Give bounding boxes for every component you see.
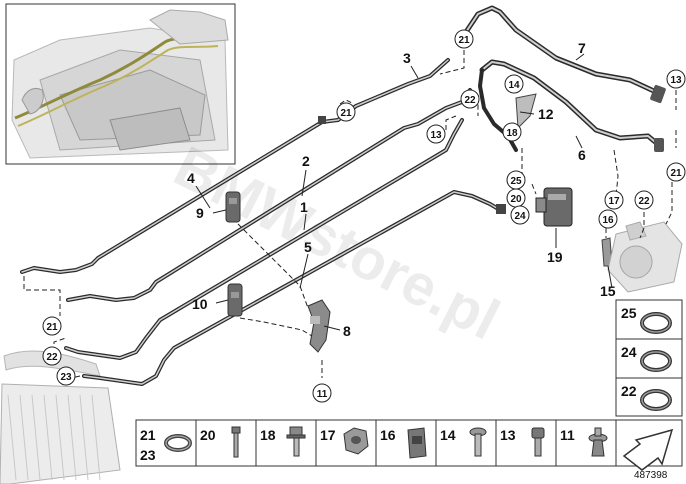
bolt-icon bbox=[531, 427, 545, 457]
compressor-icon bbox=[607, 221, 683, 293]
part-label-19: 19 bbox=[547, 249, 563, 265]
bracket-12 bbox=[515, 93, 537, 130]
callout-18: 18 bbox=[506, 128, 518, 139]
arrow-icon bbox=[622, 428, 674, 471]
callout-11: 11 bbox=[317, 389, 328, 400]
bolt-icon bbox=[231, 426, 241, 458]
callout-25: 25 bbox=[510, 176, 522, 187]
callout-21b: 21 bbox=[458, 35, 470, 46]
side-legend-num-22: 22 bbox=[621, 383, 637, 399]
bottom-legend-num-14: 14 bbox=[440, 427, 456, 443]
bottom-legend-num-11: 11 bbox=[560, 427, 575, 443]
part-label-9: 9 bbox=[196, 205, 204, 221]
holder-8 bbox=[307, 299, 331, 353]
bottom-legend-num-13: 13 bbox=[500, 427, 516, 443]
reference-number: 487398 bbox=[634, 470, 668, 481]
callout-22c: 22 bbox=[638, 196, 650, 207]
o-ring-icon bbox=[164, 434, 192, 452]
o-ring-icon bbox=[640, 389, 672, 411]
o-ring-icon bbox=[640, 350, 672, 372]
callout-21a: 21 bbox=[340, 108, 352, 119]
nut-icon bbox=[343, 427, 369, 455]
pipe-3 bbox=[66, 88, 472, 302]
side-legend-num-24: 24 bbox=[621, 344, 637, 360]
part-label-2: 2 bbox=[302, 153, 310, 169]
clip-icon bbox=[407, 427, 427, 459]
condenser bbox=[0, 350, 121, 484]
pipe-4 bbox=[20, 58, 450, 274]
vehicle-overview-icon bbox=[11, 9, 229, 159]
bottom-legend-num-23: 23 bbox=[140, 447, 156, 463]
part-label-4: 4 bbox=[187, 170, 195, 186]
callout-21c: 21 bbox=[46, 322, 58, 333]
part-label-15: 15 bbox=[600, 283, 616, 299]
pipe-2 bbox=[64, 118, 464, 360]
bottom-legend-num-16: 16 bbox=[380, 427, 396, 443]
pipe-end-fittings bbox=[318, 84, 666, 214]
callout-circles bbox=[42, 29, 686, 403]
pipe-5 bbox=[82, 190, 502, 386]
pipe-7 bbox=[463, 5, 659, 95]
callout-21d: 21 bbox=[670, 168, 682, 179]
callout-13a: 13 bbox=[430, 130, 442, 141]
callout-16: 16 bbox=[602, 215, 614, 226]
leader-lines bbox=[195, 53, 613, 331]
vehicle-overview-inset bbox=[5, 3, 236, 165]
bottom-legend: 21 23 20 18 17 16 14 13 11 bbox=[135, 419, 683, 471]
side-legend: 25 24 22 bbox=[615, 299, 683, 417]
part-label-7: 7 bbox=[578, 40, 586, 56]
bottom-legend-num-18: 18 bbox=[260, 427, 276, 443]
callout-13b: 13 bbox=[670, 75, 682, 86]
o-ring-icon bbox=[640, 312, 672, 334]
callout-20: 20 bbox=[510, 194, 522, 205]
callout-23: 23 bbox=[60, 372, 72, 383]
bottom-legend-num-20: 20 bbox=[200, 427, 216, 443]
part-labels: 3 4 2 1 5 7 6 12 9 10 8 15 19 bbox=[187, 40, 616, 339]
callout-24: 24 bbox=[514, 211, 526, 222]
bottom-legend-num-21: 21 bbox=[140, 427, 156, 443]
side-legend-num-25: 25 bbox=[621, 305, 637, 321]
part-label-3: 3 bbox=[403, 50, 411, 66]
callout-14: 14 bbox=[508, 80, 520, 91]
part-label-10: 10 bbox=[192, 296, 208, 312]
bracket-9 bbox=[225, 191, 241, 223]
bracket-10 bbox=[227, 283, 243, 317]
expansion-valve-icon bbox=[535, 187, 573, 227]
part-label-1: 1 bbox=[300, 199, 308, 215]
callout-numbers: 21 21 22 21 22 23 13 13 21 14 18 25 20 2… bbox=[46, 35, 682, 400]
part-label-5: 5 bbox=[304, 239, 312, 255]
bottom-legend-num-17: 17 bbox=[320, 427, 336, 443]
callout-17: 17 bbox=[608, 196, 620, 207]
part-label-12: 12 bbox=[538, 106, 554, 122]
callout-22a: 22 bbox=[464, 95, 476, 106]
part-label-8: 8 bbox=[343, 323, 351, 339]
callout-22b: 22 bbox=[46, 352, 58, 363]
bolt-icon bbox=[286, 426, 306, 457]
part-label-6: 6 bbox=[578, 147, 586, 163]
bolt-icon bbox=[469, 427, 487, 457]
clip-icon bbox=[588, 427, 608, 457]
